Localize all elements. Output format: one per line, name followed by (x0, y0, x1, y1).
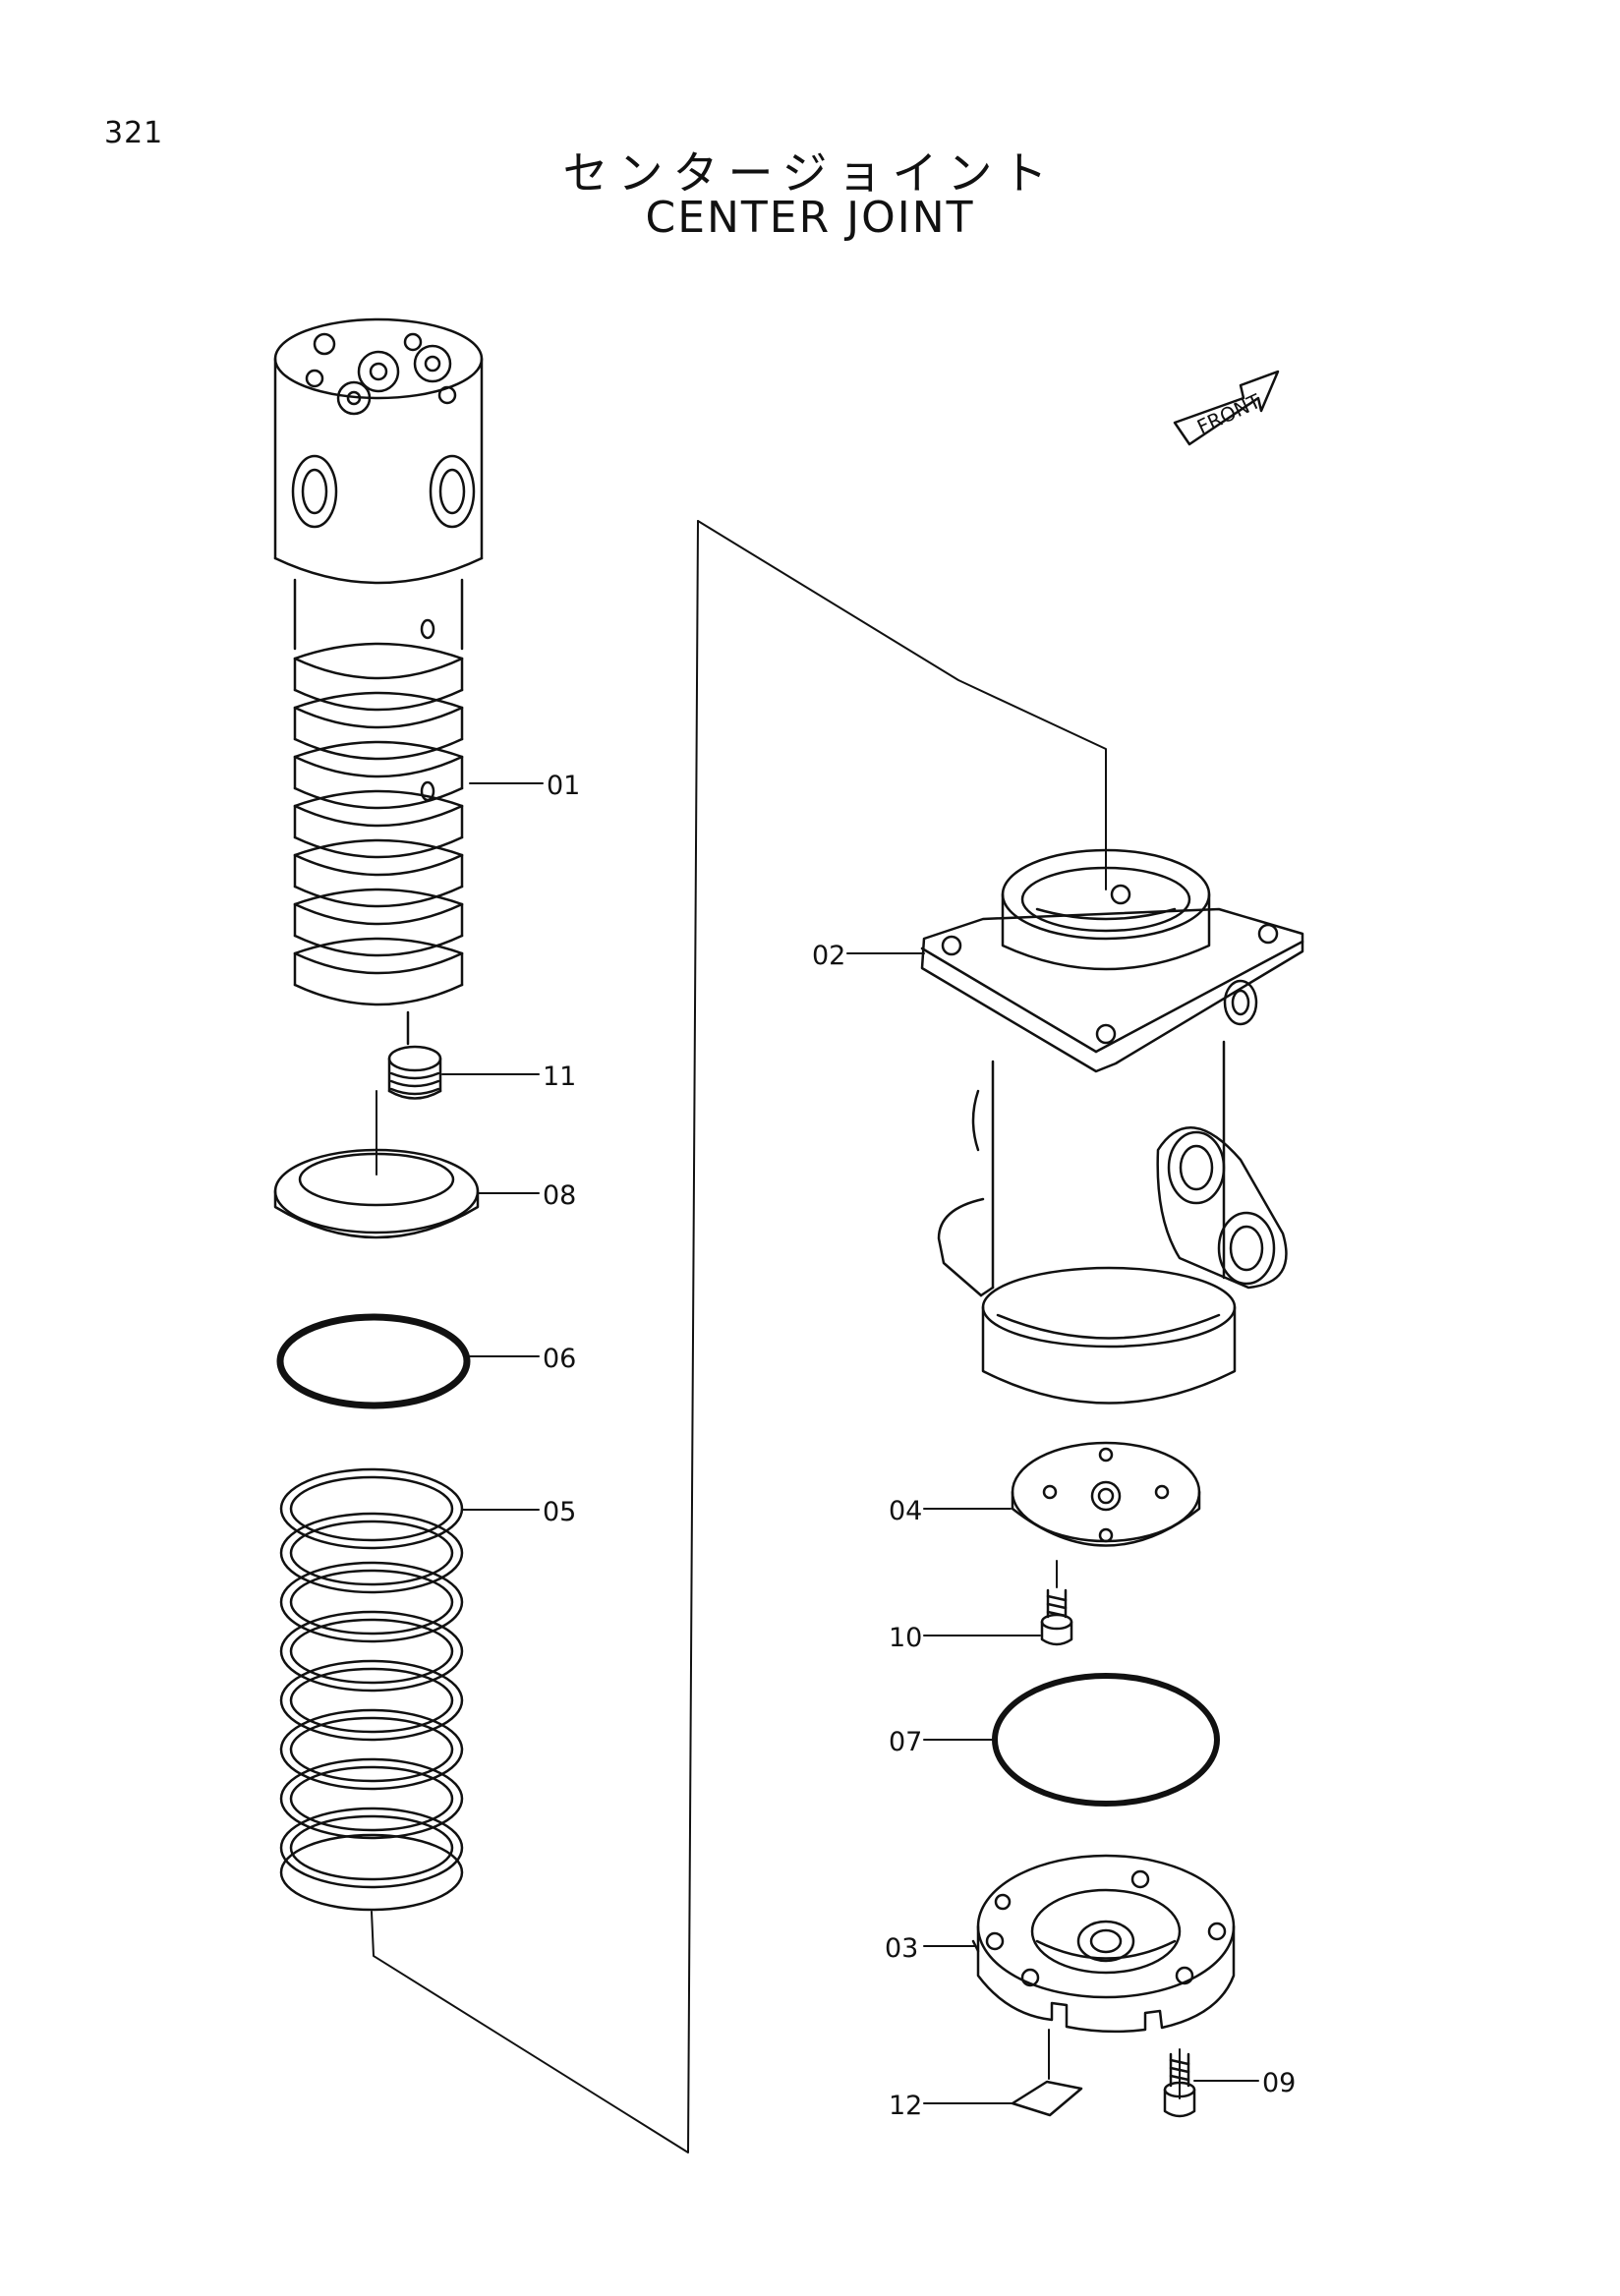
callout-11: 11 (543, 1062, 576, 1092)
callout-03: 03 (885, 1933, 918, 1964)
callout-06: 06 (543, 1344, 576, 1374)
assembly-guide-lower (371, 520, 699, 2153)
callout-12: 12 (889, 2091, 922, 2121)
part-01-spindle (273, 317, 484, 1046)
assembly-guide-upper (697, 520, 1107, 890)
callout-09: 09 (1262, 2068, 1296, 2098)
callout-10: 10 (889, 1623, 922, 1653)
callout-01: 01 (547, 771, 580, 801)
title-japanese: センタージョイント (562, 146, 1058, 200)
part-02-body (920, 848, 1304, 1405)
part-05-seal-stack (279, 1467, 464, 1912)
part-06-o-ring (276, 1313, 471, 1409)
part-08-ring (273, 1148, 480, 1239)
callout-07: 07 (889, 1727, 922, 1757)
part-11-plug (387, 1045, 442, 1100)
part-04-cover (1011, 1441, 1201, 1547)
callout-08: 08 (543, 1180, 576, 1211)
callout-05: 05 (543, 1497, 576, 1527)
callout-04: 04 (889, 1496, 922, 1526)
front-label: FRONT (1193, 389, 1265, 439)
part-10-bolt (1040, 1588, 1073, 1646)
part-09-bolt (1163, 2048, 1196, 2118)
callout-02: 02 (812, 941, 845, 971)
front-arrow-icon: FRONT (1173, 370, 1280, 446)
part-12-plate (1011, 2029, 1083, 2117)
title-english: CENTER JOINT (645, 193, 975, 243)
page-number: 321 (104, 116, 164, 150)
part-07-o-ring (992, 1673, 1220, 1807)
part-03-flange-cap (971, 1854, 1236, 2034)
